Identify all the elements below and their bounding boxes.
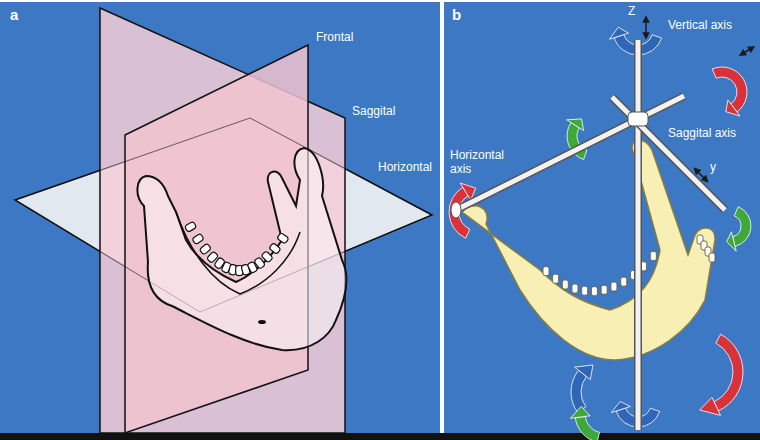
tooth — [184, 221, 196, 232]
frame-bottom — [0, 433, 760, 440]
tooth — [192, 233, 204, 244]
tooth — [553, 274, 559, 283]
tooth — [199, 243, 211, 255]
plane-label: Frontal — [316, 30, 353, 44]
axis-letter: y — [710, 160, 716, 174]
rotation-arrow — [570, 406, 599, 440]
tooth — [582, 286, 588, 295]
tooth — [543, 267, 549, 276]
tooth — [277, 233, 289, 244]
tooth — [611, 282, 617, 291]
tooth — [591, 287, 597, 296]
arrow-band — [575, 416, 599, 440]
arrow-band — [714, 334, 743, 411]
tooth — [269, 243, 281, 255]
sagittal-axis-shadow — [612, 97, 725, 210]
axis-label: Horizontal axis — [450, 148, 510, 176]
panel-divider — [440, 0, 444, 433]
rotation-arrow — [571, 365, 593, 413]
mental-foramen — [258, 320, 266, 324]
arrow-band — [733, 207, 751, 247]
arrow-head — [611, 402, 630, 413]
panel-letter: b — [452, 6, 461, 23]
sagittal-axis — [612, 97, 725, 210]
mandible — [462, 140, 715, 360]
panel-letter: a — [10, 6, 18, 23]
axes-panel — [449, 19, 752, 440]
arrow-band — [571, 370, 586, 412]
tooth — [709, 253, 715, 262]
vertical-axis — [636, 40, 641, 430]
axis-label: Saggital axis — [668, 126, 736, 140]
arrow-head — [567, 119, 584, 131]
axis-end — [451, 202, 461, 218]
axis-letter: Z — [628, 4, 635, 18]
arrow-head — [727, 232, 737, 251]
planes-panel — [15, 8, 432, 433]
plane-label: Saggital — [352, 104, 395, 118]
arrow-head — [570, 406, 590, 418]
x-direction-arrow — [742, 48, 752, 54]
tooth — [572, 284, 578, 293]
z-direction-arrow — [645, 19, 647, 36]
tooth — [562, 280, 568, 289]
plane-label: Horizontal — [378, 160, 432, 174]
arrow-head — [609, 27, 628, 39]
arrow-head — [575, 365, 593, 380]
tooth — [650, 252, 656, 261]
rotation-arrow — [727, 207, 751, 252]
arrow-head — [726, 100, 740, 116]
rotation-arrow — [700, 334, 743, 415]
teeth — [184, 221, 289, 275]
teeth — [543, 235, 715, 296]
tooth — [261, 251, 273, 263]
rotation-arrows — [449, 27, 751, 440]
axis-joint — [628, 112, 648, 126]
arrow-band — [449, 187, 470, 238]
tooth — [601, 285, 607, 294]
mandible-outline — [137, 148, 346, 350]
axis-label: Vertical axis — [668, 18, 732, 32]
rotation-arrow — [712, 67, 747, 116]
arrow-head — [700, 397, 721, 415]
dental-arch — [176, 212, 300, 294]
tooth — [621, 277, 627, 286]
vertical-axis-shadow — [634, 40, 642, 430]
y-direction-arrow — [696, 170, 706, 180]
frame-top — [0, 0, 760, 2]
